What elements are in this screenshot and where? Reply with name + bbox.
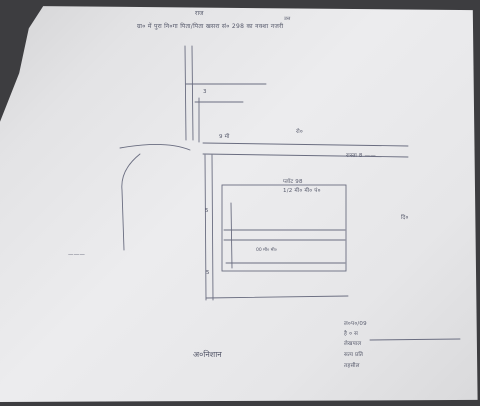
plot-label-line1: प्लॉट 98 [283, 179, 303, 185]
low-label: 5 [206, 270, 210, 276]
vertical-road-right [191, 45, 194, 141]
plot-outer-left [204, 154, 207, 301]
left-boundary-curve [121, 153, 141, 251]
plot-inner-label: 00 मी० मी० [256, 248, 277, 253]
mid-label: 9 मी [219, 134, 230, 140]
horizontal-road-bottom [202, 153, 409, 158]
corner-label: 3 [203, 89, 207, 95]
top-mark-1: राज [195, 10, 204, 17]
v-label: 5 [205, 208, 209, 214]
signature-line-4: सत्य प्रति [344, 352, 364, 358]
plot-label-line2: 1/2 मी० मी० पं० [283, 188, 321, 194]
right-road-label: रास्ता 8 —— [346, 153, 376, 159]
left-label: ——— [68, 252, 86, 258]
signature-line-1: ल०प०/09 [344, 321, 367, 327]
signature-line-2: है ० स [344, 331, 358, 337]
road-label: रो० [296, 129, 303, 135]
plot-outer-bottom [205, 295, 349, 299]
plot-box [221, 184, 347, 272]
signature-line-3: लेखपाल [344, 341, 362, 347]
signature-underline [369, 338, 461, 341]
side-label: दि० [401, 215, 409, 221]
signature-line-5: तहसील [344, 363, 360, 369]
plot-outer-left-2 [211, 154, 214, 301]
horizontal-road-top [202, 142, 409, 147]
header-title: ग्रा० में पुरा नि०गा पिता/पिता खसरा सं० … [137, 23, 284, 30]
location-label: अ०निशान [193, 350, 222, 359]
vertical-road-left [184, 45, 187, 141]
top-mark-2: उत्त [284, 16, 291, 22]
road-curve [119, 143, 191, 151]
plot-inner-vertical [230, 202, 233, 269]
